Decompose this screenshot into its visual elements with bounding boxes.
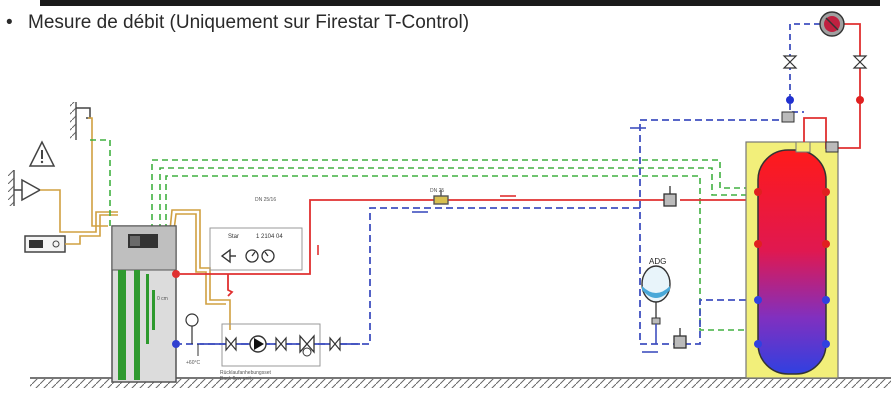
backflow-unit: Rücklaufanhebungsset Back flow unit: [220, 323, 321, 382]
expansion-vessel-icon: ADG: [641, 257, 671, 344]
adg-label: ADG: [649, 257, 666, 266]
pipe-tag-1: DN 25/16: [255, 197, 276, 203]
speaker-icon: [14, 178, 42, 202]
dhw-valve-left-icon: [782, 55, 798, 69]
temp-label: +60°C: [186, 360, 200, 366]
pump-group-label-1: Star: [228, 234, 239, 240]
backflow-label-1: Rücklaufanhebungsset: [220, 370, 271, 376]
dhw-pump-icon: [819, 11, 845, 37]
return-valve-icon: [673, 328, 687, 349]
dhw-hot-point: [856, 96, 864, 104]
ball-valve-icon: [225, 336, 341, 352]
return-line-components: +60°C: [185, 313, 360, 366]
dhw-circuit: [781, 11, 868, 153]
boiler-small-label: 0 cm: [157, 296, 168, 302]
bullet-dot: •: [6, 12, 13, 33]
bullet-line: • Mesure de débit (Uniquement sur Firesta…: [6, 12, 469, 34]
controller-icon: [24, 235, 66, 253]
safety-valve-icon: [220, 248, 236, 264]
pipe-tag-2: DN 25: [430, 188, 444, 194]
dhw-valve-icon: [825, 141, 839, 153]
circulation-pump-icon: [249, 335, 267, 353]
bullet-text: Mesure de débit (Uniquement sur Firestar…: [28, 12, 470, 33]
signal-wires: [40, 117, 231, 330]
hot-valve-icon: [663, 186, 677, 207]
gauge-icon: [245, 249, 275, 263]
flow-arrows: [317, 127, 658, 353]
control-cables: [90, 139, 746, 331]
dhw-mixer-icon: [781, 111, 795, 123]
pump-group: Star 1 2104 04: [209, 227, 303, 271]
cropped-heading-fragment: [40, 0, 880, 6]
dhw-valve-right-icon: [852, 55, 868, 69]
thermometer-icon: [185, 313, 199, 344]
dhw-cold-point: [786, 96, 794, 104]
flow-meter-icon: [433, 190, 449, 205]
cold-return-pipe: [180, 119, 790, 345]
mixing-valve-icon: [299, 334, 315, 357]
wall-bracket-top: [70, 102, 91, 140]
pump-group-label-2: 1 2104 04: [256, 234, 283, 240]
buffer-tank: [745, 141, 839, 379]
wall-bracket-mid: [8, 170, 15, 206]
backflow-label-2: Back flow unit: [220, 376, 251, 382]
boiler: 0 cm: [111, 225, 180, 383]
warning-icon: [28, 140, 56, 167]
